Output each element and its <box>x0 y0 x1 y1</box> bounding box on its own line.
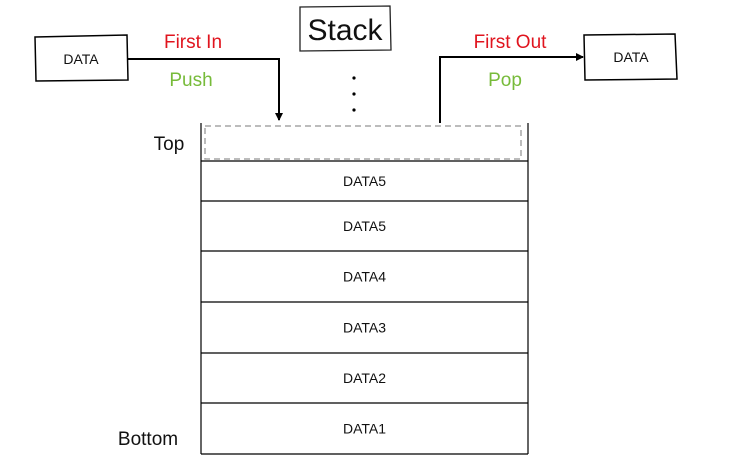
stack-container <box>200 123 529 455</box>
output-data-label: DATA <box>613 49 649 65</box>
ellipsis-dots <box>352 76 356 112</box>
input-data-box: DATA <box>34 34 129 82</box>
stack-cell-label: DATA5 <box>343 173 386 189</box>
stack-top-label: Top <box>154 134 185 155</box>
pop-first-out-label: First Out <box>474 32 548 53</box>
push-arrow <box>128 58 283 121</box>
push-first-in-label: First In <box>164 32 222 53</box>
stack-cell-label: DATA1 <box>343 421 386 437</box>
push-action-label: Push <box>169 70 212 91</box>
stack-cell-label: DATA4 <box>343 269 386 285</box>
title-box: Stack <box>299 5 392 52</box>
stack-cell-label: DATA2 <box>343 370 386 386</box>
pop-action-label: Pop <box>488 70 522 91</box>
stack-cell-label: DATA3 <box>343 320 386 336</box>
page-title: Stack <box>307 14 383 47</box>
output-data-box: DATA <box>583 33 678 81</box>
stack-cell-label: DATA5 <box>343 218 386 234</box>
input-data-label: DATA <box>63 51 99 67</box>
stack-empty-top-slot <box>204 125 522 160</box>
stack-bottom-label: Bottom <box>118 429 178 450</box>
pop-arrow <box>439 53 584 123</box>
